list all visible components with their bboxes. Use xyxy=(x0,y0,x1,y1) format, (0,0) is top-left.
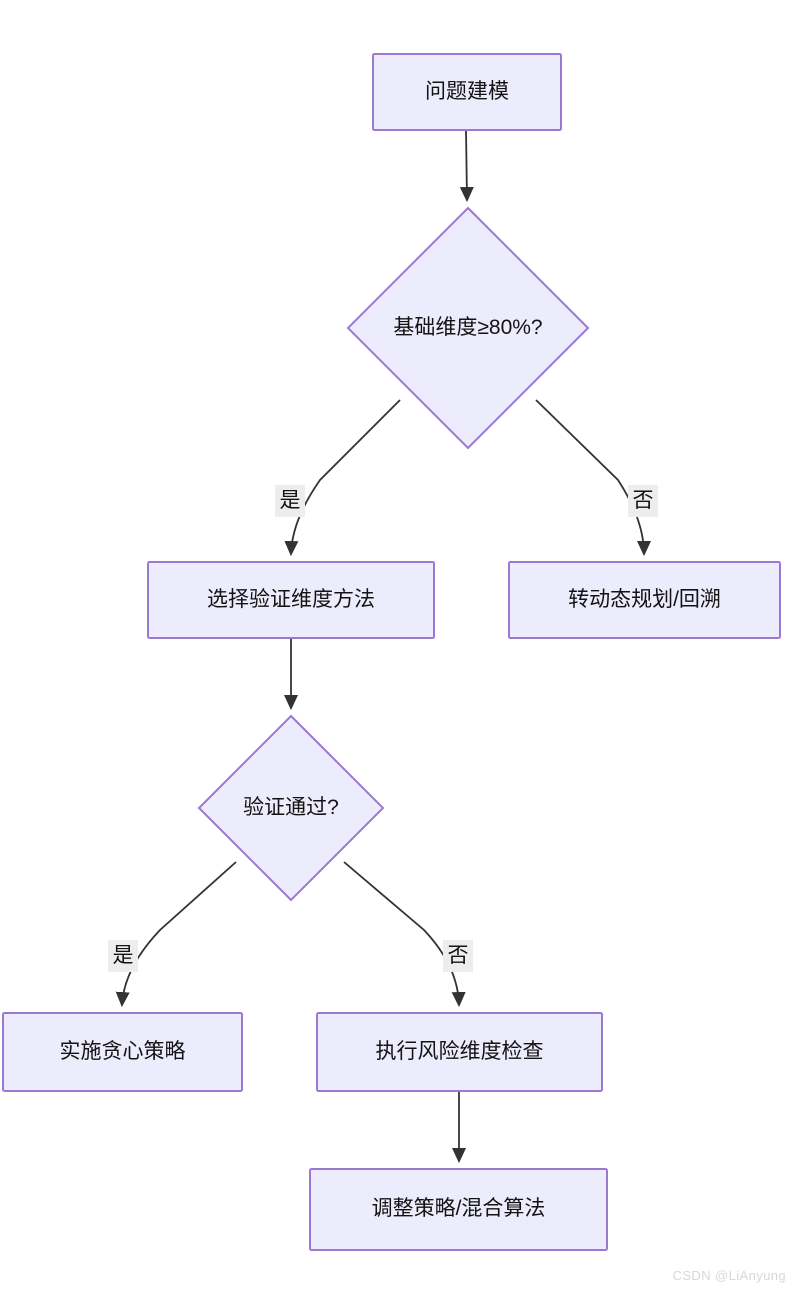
edge-label: 是 xyxy=(108,940,138,972)
flow-edge xyxy=(343,861,466,1008)
watermark: CSDN @LiAnyung xyxy=(672,1268,786,1283)
process-node[interactable] xyxy=(2,1012,243,1092)
process-node[interactable] xyxy=(316,1012,603,1092)
edge-label: 否 xyxy=(628,485,658,517)
decision-node[interactable] xyxy=(346,206,590,450)
edge-label: 否 xyxy=(443,940,473,972)
process-node[interactable] xyxy=(147,561,435,639)
flow-edge xyxy=(284,399,401,557)
flow-edge xyxy=(459,129,474,203)
decision-node[interactable] xyxy=(197,714,385,902)
flow-edge xyxy=(535,399,652,557)
process-node[interactable] xyxy=(372,53,562,131)
edge-label: 是 xyxy=(275,485,305,517)
process-node[interactable] xyxy=(508,561,781,639)
flow-edge xyxy=(115,861,237,1008)
nodes-layer xyxy=(2,53,781,1251)
edges-layer xyxy=(115,129,652,1164)
process-node[interactable] xyxy=(309,1168,608,1251)
